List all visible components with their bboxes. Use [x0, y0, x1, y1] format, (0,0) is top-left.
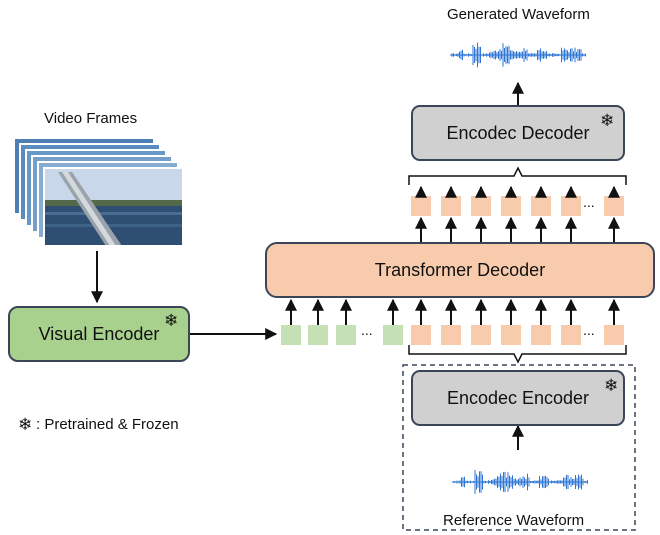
- audio-token: [604, 325, 624, 345]
- output-token: [411, 196, 431, 216]
- transformer-decoder-label: Transformer Decoder: [374, 259, 546, 280]
- audio-token: [411, 325, 431, 345]
- audio-token: [501, 325, 521, 345]
- snowflake-icon: ❄: [18, 415, 33, 434]
- ellipsis-label: ...: [361, 322, 373, 338]
- output-token: [531, 196, 551, 216]
- visual-token: [336, 325, 356, 345]
- audio-token: [561, 325, 581, 345]
- visual-token: [383, 325, 403, 345]
- reference-waveform-icon: [452, 470, 588, 494]
- output-token: [441, 196, 461, 216]
- transformer-decoder-box: Transformer Decoder: [265, 242, 655, 298]
- visual-encoder-label: Visual Encoder: [38, 323, 160, 344]
- video-frames-stack: [13, 137, 184, 247]
- encodec-decoder-box: Encodec Decoder: [411, 105, 625, 161]
- encodec-encoder-box: Encodec Encoder: [411, 370, 625, 426]
- output-token: [501, 196, 521, 216]
- snowflake-icon: ❄: [600, 111, 615, 130]
- audio-token: [471, 325, 491, 345]
- video-frame-front: [43, 167, 184, 247]
- output-token: [471, 196, 491, 216]
- output-tokens-brace: [408, 166, 627, 185]
- encodec-encoder-label: Encodec Encoder: [446, 387, 590, 408]
- reference-waveform-label: Reference Waveform: [443, 512, 585, 529]
- encodec-decoder-label: Encodec Decoder: [446, 122, 590, 143]
- ellipsis-label: ...: [583, 194, 595, 210]
- visual-token: [281, 325, 301, 345]
- snowflake-icon: ❄: [604, 376, 619, 395]
- video-frames-label: Video Frames: [44, 110, 138, 127]
- snowflake-icon: ❄: [164, 311, 179, 330]
- input-tokens-brace: [408, 345, 627, 364]
- visual-token: [308, 325, 328, 345]
- legend-text: : Pretrained & Frozen: [36, 416, 179, 433]
- reference-encoder-group: [402, 364, 636, 531]
- ellipsis-label: ...: [583, 322, 595, 338]
- generated-waveform-label: Generated Waveform: [447, 6, 590, 23]
- visual-encoder-box: Visual Encoder: [8, 306, 190, 362]
- output-token: [604, 196, 624, 216]
- audio-token: [441, 325, 461, 345]
- generated-waveform-icon: [450, 42, 586, 68]
- output-token: [561, 196, 581, 216]
- token-sequences: .........: [281, 185, 624, 345]
- audio-token: [531, 325, 551, 345]
